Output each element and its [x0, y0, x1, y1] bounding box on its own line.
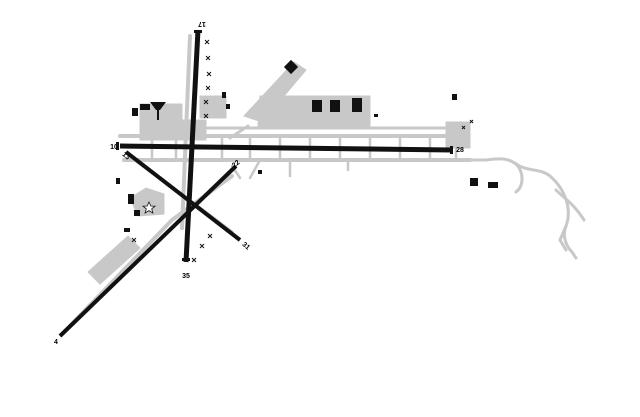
control-tower-icon [150, 102, 166, 120]
taxiway-pier-link [228, 124, 250, 140]
east-road-spur [558, 224, 568, 252]
cargo-building-2 [488, 182, 498, 188]
runway-layer [58, 29, 453, 338]
cargo-building-1 [470, 178, 478, 186]
runway-4-22 [58, 164, 238, 338]
small-building-e [134, 210, 140, 216]
west-building-2 [140, 104, 150, 110]
runway-label-28: 28 [456, 147, 464, 154]
small-building-h [374, 114, 378, 117]
beacon-star-icon [141, 201, 157, 214]
threshold-17 [194, 30, 202, 33]
runway-13-31 [124, 150, 242, 242]
north-feeder-apron [199, 95, 227, 119]
small-building-a [222, 92, 226, 98]
small-building-f [258, 170, 262, 174]
small-building-d [128, 194, 134, 204]
east-service-road [458, 157, 578, 260]
terminal-building-1 [312, 100, 322, 112]
obstruction-x-icon [131, 39, 474, 263]
threshold-marks [116, 30, 453, 261]
runway-label-4: 4 [54, 339, 58, 346]
small-building-g [124, 228, 130, 232]
southwest-apron [87, 235, 141, 285]
terminal-building-2 [330, 100, 340, 112]
threshold-10 [116, 142, 119, 150]
threshold-28 [450, 146, 453, 154]
hangar-pier [283, 59, 299, 75]
runway-label-10: 10 [110, 144, 118, 151]
northeast-building [452, 94, 457, 100]
buildings [116, 59, 498, 232]
west-apron [139, 103, 207, 141]
runway-label-22: 22 [231, 159, 242, 169]
west-building-1 [132, 108, 138, 116]
east-road-loop-2 [554, 188, 586, 222]
threshold-35 [182, 258, 190, 261]
runway-label-17: 17 [198, 20, 206, 27]
small-building-b [226, 104, 230, 109]
terminal-building-3 [352, 98, 362, 112]
taxiway-south-stubs [230, 158, 350, 180]
runway-label-35: 35 [182, 273, 190, 280]
runway-label-31: 31 [240, 241, 251, 251]
east-road-loop-1 [514, 162, 524, 194]
small-building-c [116, 178, 120, 184]
taxiway-layer [64, 34, 586, 332]
runway-10-28 [119, 143, 453, 153]
runway-label-13: 13 [120, 151, 131, 161]
runway-labels: 17 35 28 13 31 10 4 22 [54, 20, 464, 346]
pavement-layer [87, 61, 471, 285]
